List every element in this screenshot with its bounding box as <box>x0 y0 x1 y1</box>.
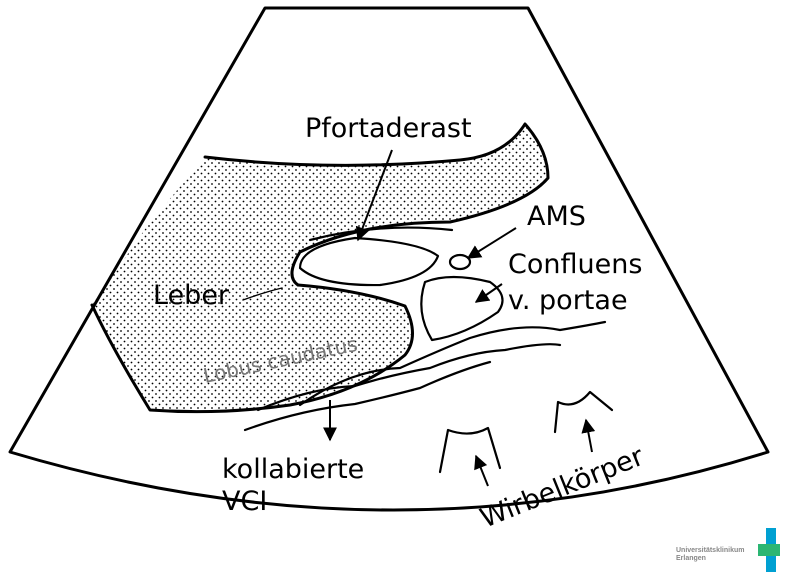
logo-block-mid <box>758 544 780 556</box>
ligament-line <box>242 287 283 301</box>
liver-region <box>92 124 548 412</box>
vci-line-lower <box>243 360 492 432</box>
label-confluens: Confluens <box>508 249 642 280</box>
arrow-vertebra-right <box>581 418 596 453</box>
logo-text-line1: Universitätsklinikum <box>676 547 744 554</box>
vertebra-right <box>553 390 614 434</box>
confluens-shape <box>420 275 504 342</box>
arrow-ams <box>466 227 517 259</box>
ultrasound-fan-outline <box>8 6 770 512</box>
logo-block-bottom <box>766 556 776 572</box>
liver-lower-edge <box>90 283 414 414</box>
label-ams: AMS <box>527 201 586 232</box>
university-logo: Universitätsklinikum Erlangen <box>676 528 780 572</box>
label-v-portae: v. portae <box>508 285 628 316</box>
vci-line-upper <box>298 320 607 407</box>
ams-vessel <box>448 253 472 271</box>
vci-line-middle <box>256 343 562 412</box>
arrow-pfortaderast <box>355 149 393 242</box>
logo-text-line2: Erlangen <box>676 555 706 562</box>
logo-block-top <box>766 528 776 544</box>
label-kollabierte: kollabierte <box>222 454 364 485</box>
arrow-confluens <box>474 283 503 303</box>
label-vci: VCI <box>222 486 267 517</box>
liver-upper-edge <box>203 122 550 287</box>
portal-vein-branch-shape <box>298 226 454 287</box>
label-pfortaderast: Pfortaderast <box>305 113 472 144</box>
vertebra-left <box>438 426 502 474</box>
label-leber: Leber <box>153 280 230 311</box>
arrow-vertebra-left <box>474 454 489 487</box>
